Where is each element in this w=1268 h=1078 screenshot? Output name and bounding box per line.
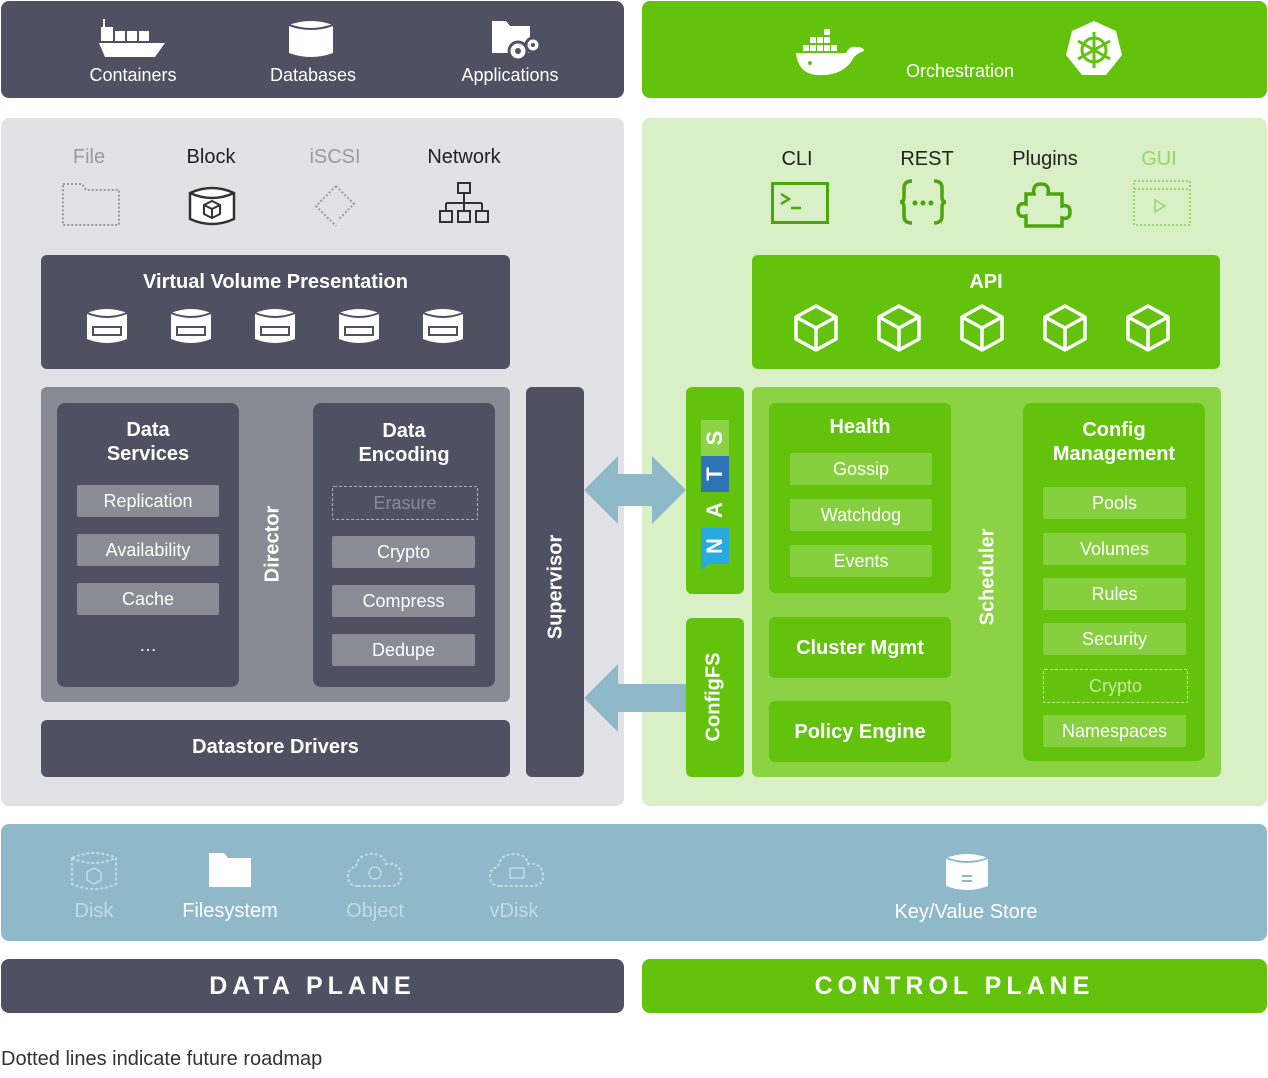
- orchestration-bar: Orchestration: [642, 1, 1267, 98]
- api-title: API: [969, 271, 1003, 293]
- config-management-title: Config Management: [1052, 419, 1176, 465]
- filesystem-folder-icon: [209, 853, 251, 887]
- events-item: Events: [790, 545, 932, 577]
- dedupe-item: Dedupe: [332, 634, 475, 666]
- block-disk-icon: [188, 186, 236, 226]
- footnote: Dotted lines indicate future roadmap: [1, 1048, 323, 1070]
- health-title: Health: [829, 416, 891, 438]
- gossip-item: Gossip: [790, 453, 932, 485]
- policy-engine-label: Policy Engine: [794, 721, 926, 743]
- containers-label: Containers: [89, 65, 177, 85]
- config-crypto-item: Crypto: [1043, 669, 1188, 703]
- director-label: Director: [261, 505, 284, 583]
- database-icon: [288, 21, 334, 57]
- datastore-drivers-label: Datastore Drivers: [192, 736, 359, 758]
- cache-item: Cache: [77, 583, 219, 615]
- cli-label: CLI: [781, 148, 813, 170]
- volume-icons: [86, 308, 464, 344]
- config-management-box: Config Management Pools Volumes Rules Se…: [1023, 403, 1205, 761]
- data-services-title: Data Services: [106, 419, 190, 465]
- virtual-volume-presentation: Virtual Volume Presentation: [41, 255, 510, 369]
- disk-icon: [71, 852, 117, 890]
- vdisk-label: vDisk: [489, 900, 539, 922]
- applications-label: Applications: [461, 65, 559, 85]
- braces-icon: [899, 179, 947, 225]
- namespaces-item: Namespaces: [1043, 715, 1186, 747]
- block-label: Block: [186, 146, 236, 168]
- security-item: Security: [1043, 623, 1186, 655]
- file-label: File: [72, 146, 106, 168]
- rules-item: Rules: [1043, 578, 1186, 610]
- datastore-drivers-box: Datastore Drivers: [41, 720, 510, 777]
- network-icon: [439, 182, 489, 223]
- cluster-mgmt-box: Cluster Mgmt: [769, 617, 951, 678]
- disk-label: Disk: [74, 900, 114, 922]
- availability-item: Availability: [77, 534, 219, 566]
- workloads-bar: Containers Databases Applications: [1, 1, 624, 98]
- storage-layer-bar: [1, 824, 1267, 941]
- cluster-mgmt-label: Cluster Mgmt: [796, 637, 924, 659]
- virtual-volume-title: Virtual Volume Presentation: [143, 271, 408, 293]
- nats-supervisor-arrow: [584, 456, 686, 524]
- key-value-store-icon: [945, 854, 989, 890]
- filesystem-label: Filesystem: [182, 900, 278, 922]
- plugins-label: Plugins: [1012, 148, 1078, 170]
- folder-icon: [62, 183, 120, 226]
- scheduler-label: Scheduler: [976, 528, 999, 626]
- watchdog-item: Watchdog: [790, 499, 932, 531]
- nats-logo-icon: [701, 420, 729, 570]
- erasure-item: Erasure: [332, 486, 478, 520]
- data-encoding-title: Data Encoding: [358, 420, 450, 466]
- terminal-icon: [771, 182, 829, 224]
- orchestration-label: Orchestration: [905, 61, 1015, 81]
- iscsi-label: iSCSI: [309, 146, 361, 168]
- object-label: Object: [346, 900, 404, 922]
- configfs-label: ConfigFS: [702, 652, 725, 742]
- gui-label: GUI: [1141, 148, 1177, 170]
- replication-item: Replication: [77, 485, 219, 517]
- key-value-store-label: Key/Value Store: [894, 901, 1038, 923]
- control-plane-label: CONTROL PLANE: [814, 972, 1095, 1000]
- nats-letter-n: N: [702, 538, 727, 554]
- data-services-box: Data Services Replication Availability C…: [57, 403, 239, 687]
- policy-engine-box: Policy Engine: [769, 701, 951, 762]
- network-label: Network: [427, 146, 501, 168]
- control-plane-bar: CONTROL PLANE: [642, 959, 1267, 1013]
- kubernetes-helm-icon: [1066, 21, 1122, 75]
- pools-item: Pools: [1043, 487, 1186, 519]
- compress-item: Compress: [332, 585, 475, 617]
- configfs-box: [686, 618, 744, 777]
- supervisor-box: [526, 387, 584, 777]
- databases-label: Databases: [269, 65, 357, 85]
- nats-letter-s: S: [702, 430, 727, 446]
- data-encoding-box: Data Encoding Erasure Crypto Compress De…: [313, 403, 495, 687]
- api-cube-icons: [794, 304, 1170, 352]
- api-box: API: [752, 255, 1220, 369]
- vdisk-cloud-icon: [488, 852, 545, 887]
- health-box: Health Gossip Watchdog Events: [769, 403, 951, 593]
- data-plane-bar: DATA PLANE: [1, 959, 624, 1013]
- supervisor-label: Supervisor: [544, 534, 567, 640]
- gui-window-icon: [1133, 180, 1191, 226]
- data-plane-label: DATA PLANE: [209, 972, 416, 1000]
- configfs-supervisor-arrow: [584, 664, 686, 732]
- nats-letter-t: T: [702, 467, 727, 481]
- iscsi-icon: [314, 185, 356, 227]
- docker-whale-icon: [796, 29, 864, 76]
- volumes-item: Volumes: [1043, 533, 1186, 565]
- object-cloud-icon: [346, 852, 403, 887]
- nats-letter-a: A: [702, 502, 727, 518]
- crypto-item: Crypto: [332, 536, 475, 568]
- puzzle-icon: [1016, 182, 1072, 228]
- more-item: …: [139, 635, 157, 655]
- rest-label: REST: [900, 148, 954, 170]
- folder-gears-icon: [492, 21, 542, 62]
- ship-icon: [99, 19, 165, 57]
